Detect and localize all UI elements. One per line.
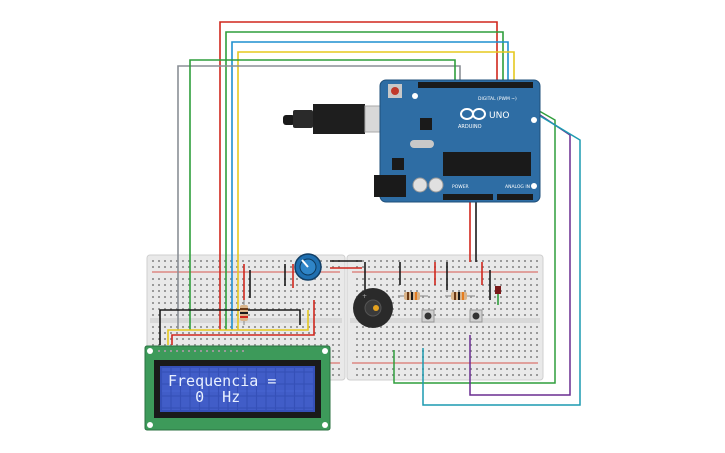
wire-green-2 xyxy=(189,59,456,330)
wire-green-1 xyxy=(225,31,504,330)
wire-blue xyxy=(231,41,509,330)
wire-gray xyxy=(177,65,461,330)
wires-lcd xyxy=(159,300,315,345)
arduino-uno: ARDUINO UNO DIGITAL (PWM ~) POWER ANALOG… xyxy=(283,79,541,203)
lcd-module: Frequencia = 0 Hz xyxy=(144,345,331,431)
wire-teal-loop xyxy=(422,109,581,406)
wire-yellow-lcd xyxy=(167,310,309,345)
wires-loops xyxy=(393,99,581,406)
arduino-power-label: POWER xyxy=(452,184,469,190)
arduino-analog-label: ANALOG IN xyxy=(505,184,530,190)
wire-green-loop xyxy=(393,99,556,384)
wire-black-lcd xyxy=(159,309,301,345)
wires-digital xyxy=(177,21,515,330)
resistor-lcd xyxy=(240,300,248,325)
arduino-logo-text: ARDUINO xyxy=(458,124,482,130)
resistor-2 xyxy=(445,292,475,300)
wire-yellow-top xyxy=(237,51,515,330)
svg-text:+: + xyxy=(362,293,367,300)
pushbutton-2 xyxy=(469,309,483,323)
lcd-line-2: 0 Hz xyxy=(168,388,240,406)
arduino-brand: UNO xyxy=(489,111,509,121)
wires-power xyxy=(469,200,477,262)
buzzer: + xyxy=(353,288,393,328)
led xyxy=(495,286,501,294)
arduino-logo: ARDUINO UNO xyxy=(458,108,509,130)
arduino-digital-label: DIGITAL (PWM ~) xyxy=(478,96,517,102)
breadboard-right xyxy=(346,254,544,381)
lcd-line-1: Frequencia = xyxy=(168,372,276,390)
resistor-1 xyxy=(398,292,428,300)
wire-red-lcd xyxy=(171,300,315,345)
potentiometer xyxy=(294,253,322,281)
jumpers xyxy=(243,260,499,305)
pushbutton-1 xyxy=(421,309,435,323)
wire-red xyxy=(219,21,498,330)
